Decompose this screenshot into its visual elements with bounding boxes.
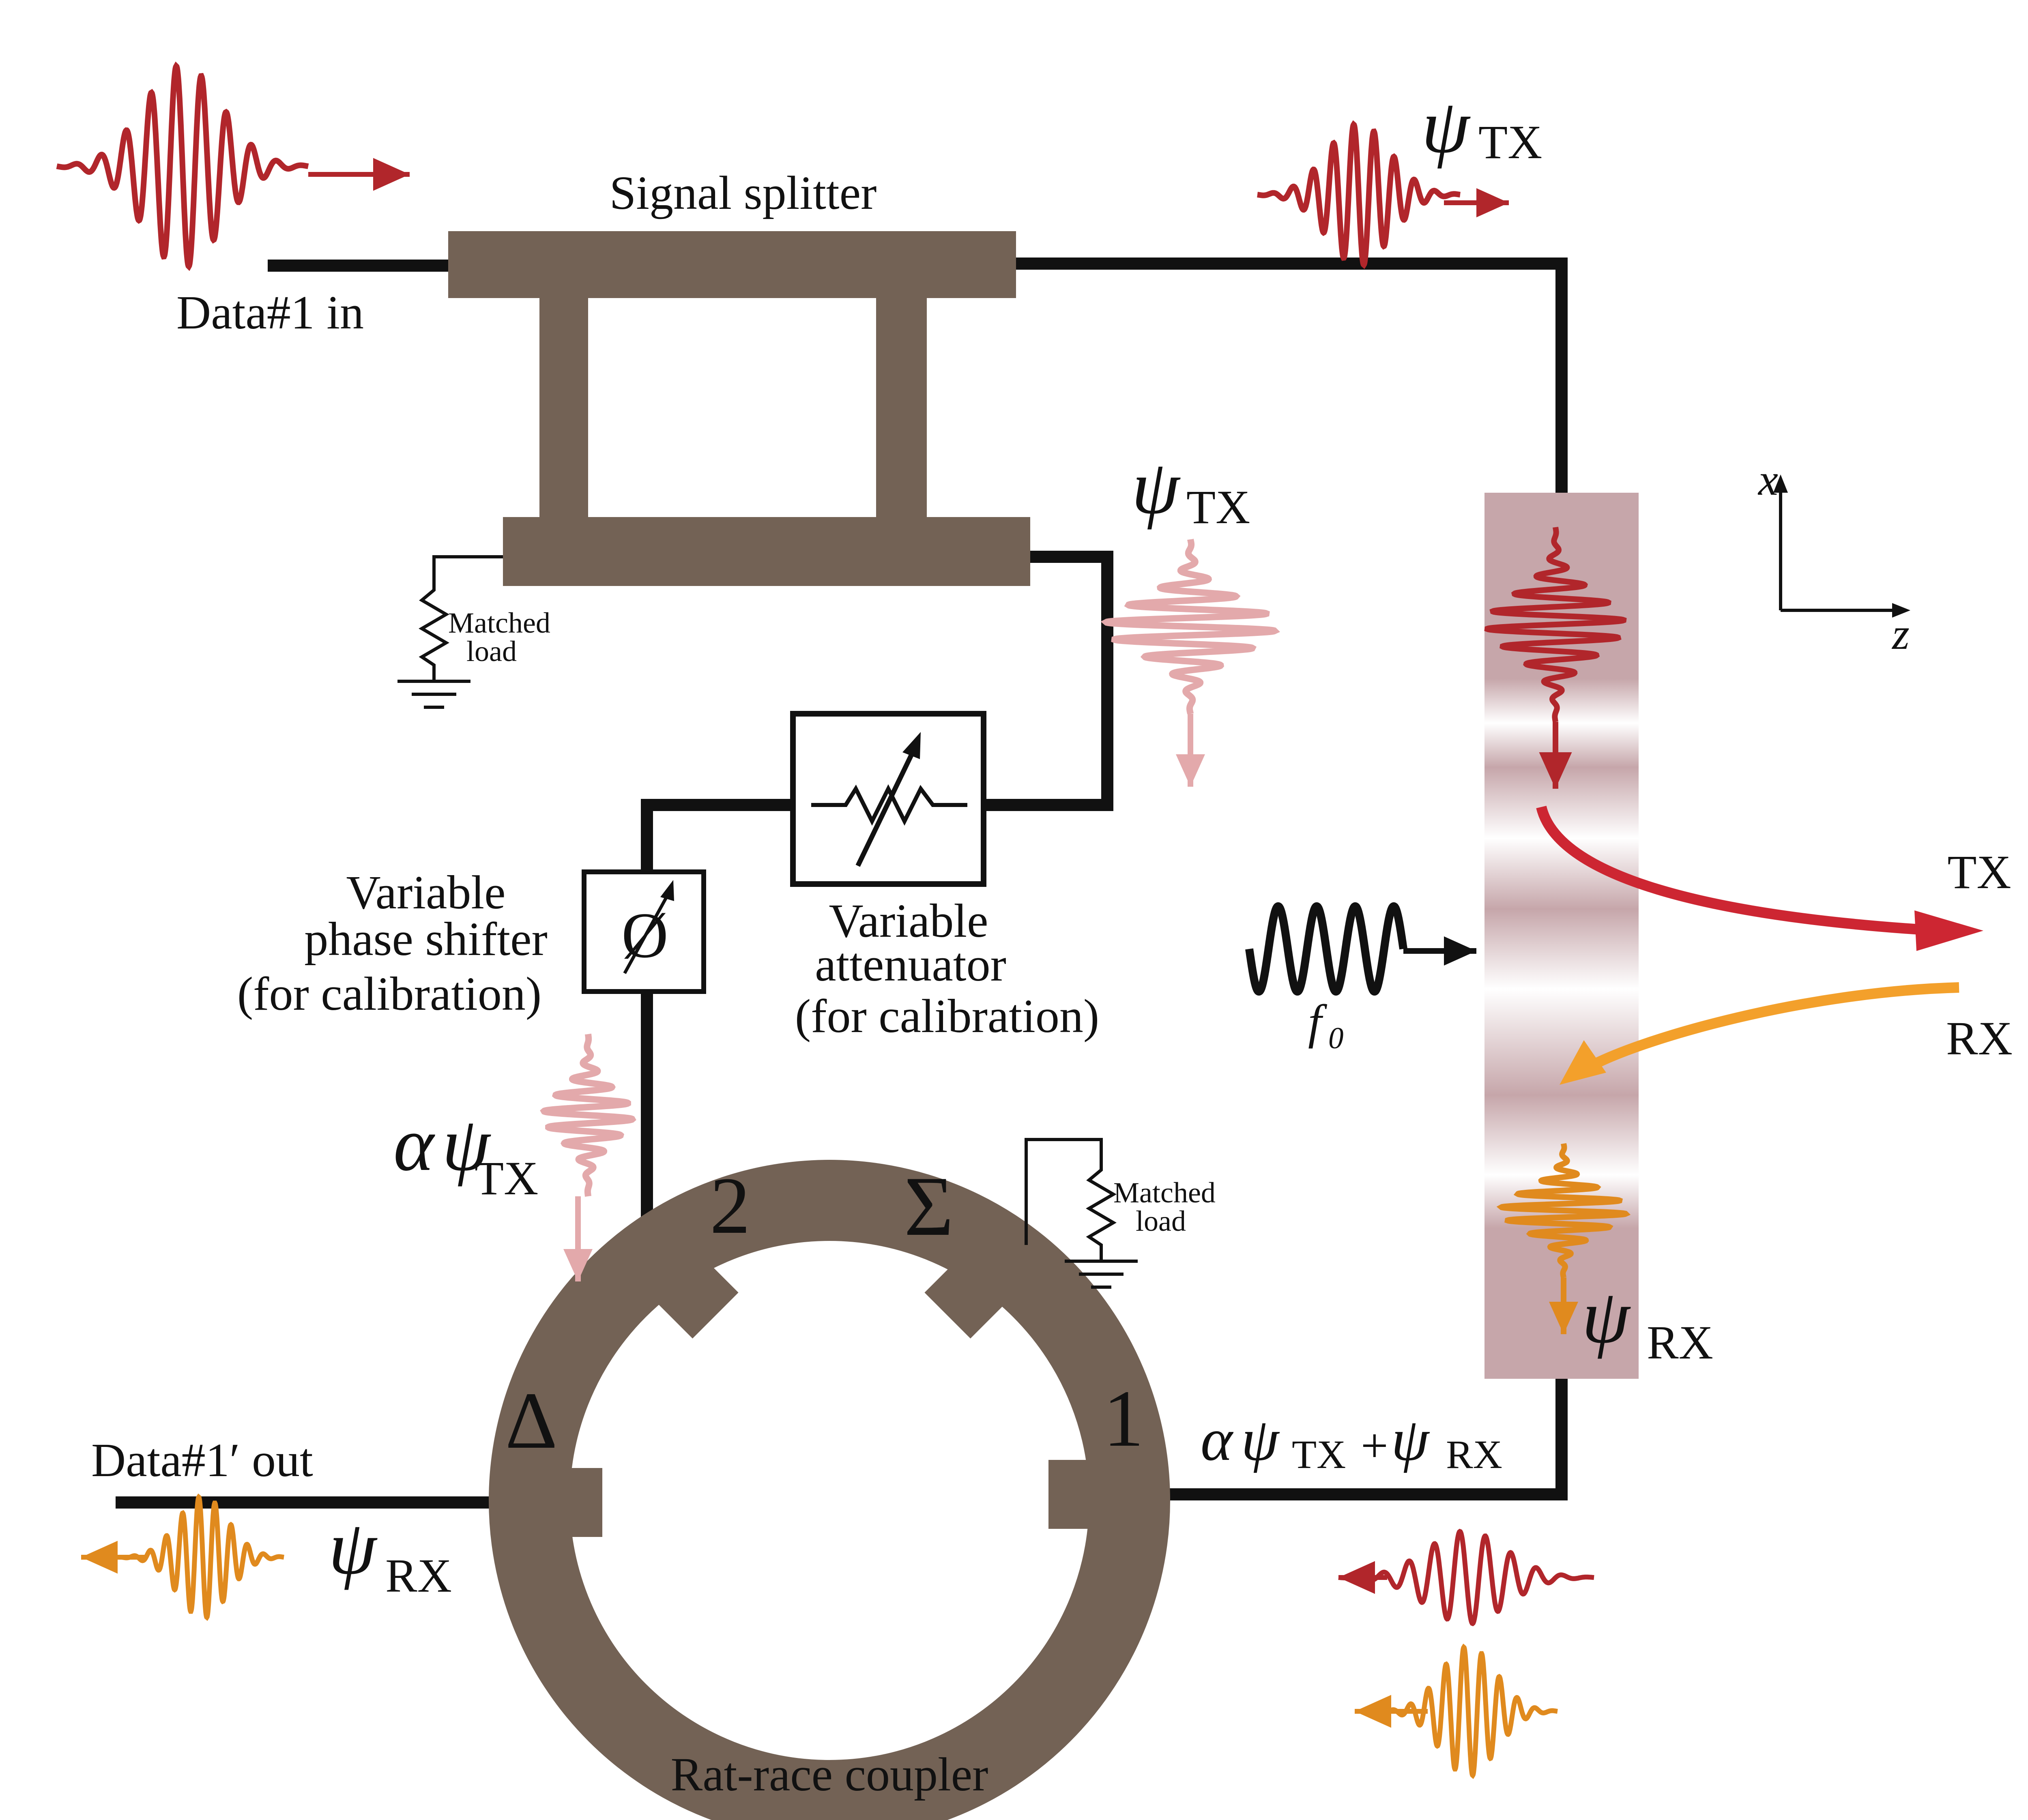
rx-return-arrow-head (1355, 1695, 1391, 1728)
svg-text:ψ: ψ (1132, 445, 1181, 530)
axis-z-label: z (1891, 609, 1910, 659)
psi-rx-output-label: ψ RX (329, 1505, 452, 1602)
tx-top-wave (1257, 120, 1461, 269)
svg-text:ψ: ψ (1422, 84, 1471, 169)
svg-text:RX: RX (385, 1549, 452, 1602)
phase-symbol: Ø (621, 899, 668, 971)
port-1-label: 1 (1103, 1374, 1144, 1464)
wires (116, 258, 1568, 1509)
attenuator-to-phase-wire (641, 799, 791, 872)
svg-text:TX: TX (1478, 116, 1542, 169)
svg-text:TX: TX (475, 1152, 538, 1205)
svg-text:RX: RX (1647, 1316, 1713, 1369)
phase-shifter-icon (582, 869, 706, 994)
port-2-label: 2 (710, 1161, 750, 1251)
antenna-rx-arrow-head (1549, 1302, 1578, 1334)
wave-packets (56, 61, 1631, 1779)
rx-output-arrow-head (81, 1541, 118, 1574)
tx-leak-arrow-head (1338, 1561, 1375, 1594)
rat-race-label: Rat-race coupler (671, 1748, 988, 1801)
svg-text:TX: TX (1292, 1432, 1346, 1477)
tx-label: TX (1947, 846, 2011, 899)
tx-top-arrow-head (1476, 188, 1509, 217)
signal-splitter-label: Signal splitter (610, 166, 877, 219)
svg-text:0: 0 (1328, 1022, 1344, 1055)
f0-carrier-wave (1245, 902, 1407, 996)
matched-load-1-line2: load (466, 635, 517, 667)
svg-text:RX: RX (1446, 1432, 1502, 1477)
splitter-to-antenna-wire (1014, 258, 1568, 493)
tx-input-arrow-head (373, 158, 410, 191)
tx-beam-arrow (1536, 805, 1939, 936)
alpha-tx-faded-arrow-head (563, 1249, 593, 1281)
variable-attenuator-icon (790, 711, 986, 887)
rx-label: RX (1946, 1012, 2013, 1065)
alpha-psi-tx-label: α ψ TX (393, 1102, 538, 1205)
data-in-label: Data#1 in (176, 286, 364, 339)
port-sigma-label: Σ (904, 1159, 954, 1253)
axis-icon (1773, 474, 1910, 618)
coupler-port1-wire (1150, 1379, 1568, 1500)
attenuator-line3: (for calibration) (795, 989, 1099, 1043)
phase-shifter-line1: Variable (346, 866, 505, 919)
svg-text:ψ: ψ (442, 1102, 491, 1187)
attenuator-line1: Variable (829, 894, 988, 947)
matched-load-2-line1: Matched (1113, 1176, 1216, 1209)
attenuator-line2: attenuator (815, 938, 1006, 991)
psi-rx-antenna-label: ψ RX (1582, 1274, 1713, 1369)
rx-output-wave (121, 1493, 284, 1621)
psi-tx-mid-label: ψ TX (1132, 445, 1250, 534)
antenna-rx-wave (1496, 1143, 1631, 1278)
data-out-label: Data#1′ out (91, 1434, 313, 1487)
matched-load-1-line1: Matched (448, 607, 550, 639)
svg-text:ψ: ψ (1241, 1406, 1280, 1473)
resistor-ground-icon (397, 555, 503, 709)
svg-text:f: f (1308, 995, 1328, 1049)
svg-text:ψ: ψ (1391, 1406, 1430, 1473)
tx-leak-wave (1338, 1528, 1594, 1627)
tx-beam-arrowhead (1914, 910, 1983, 951)
antenna-tx-wave (1484, 527, 1627, 722)
splitter-to-attenuator-wire (984, 551, 1113, 811)
sum-signal-label: α ψ TX + ψ RX (1201, 1406, 1502, 1477)
f0-label: f 0 (1308, 995, 1344, 1055)
resistor-ground-icon (1025, 1138, 1138, 1289)
rx-beam-arrowhead (1560, 1040, 1606, 1085)
f0-carrier-arrow-head (1444, 936, 1476, 966)
svg-text:ψ: ψ (329, 1505, 378, 1590)
alpha-tx-faded-wave (540, 1033, 636, 1197)
psi-tx-top-label: ψ TX (1422, 84, 1542, 169)
rx-beam-arrow (1587, 982, 1959, 1071)
svg-text:α: α (393, 1102, 435, 1187)
axis-x-label: x (1757, 455, 1778, 504)
port-delta-label: Δ (505, 1376, 558, 1466)
tx-input-wave (56, 61, 309, 271)
svg-text:ψ: ψ (1582, 1274, 1631, 1359)
rx-return-wave (1379, 1644, 1558, 1779)
matched-load-2-line2: load (1136, 1205, 1186, 1237)
svg-text:TX: TX (1186, 481, 1250, 534)
signal-splitter (448, 231, 1030, 586)
antenna-tx-arrow-head (1539, 752, 1572, 789)
rat-race-coupler (489, 1160, 1170, 1820)
tx-faded-arrow-head (1176, 754, 1205, 787)
svg-text:+: + (1361, 1419, 1388, 1472)
phase-shifter-line2: phase shifter (304, 912, 548, 966)
tx-faded-wave (1100, 539, 1280, 715)
phase-shifter-line3: (for calibration) (237, 967, 541, 1020)
svg-text:α: α (1201, 1406, 1234, 1473)
